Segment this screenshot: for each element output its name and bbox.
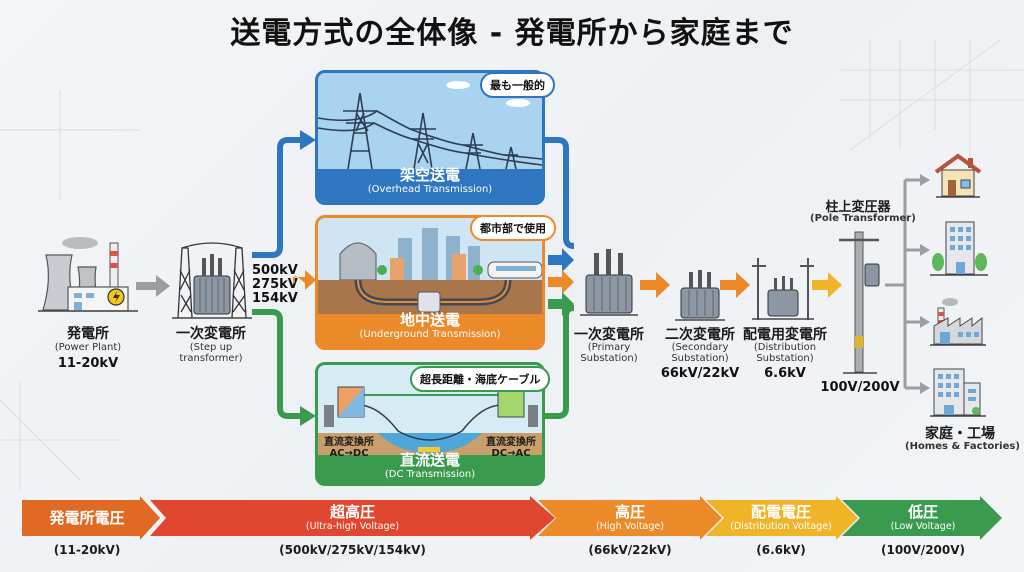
orange-arrow-in [548,270,574,294]
blue-branch-arrowhead [300,130,316,150]
dc-en: (DC Transmission) [384,469,476,480]
distribution-substation-en-2: Substation) [756,353,814,364]
voltage-high-jp: 高圧 [614,503,645,521]
step-up-en-2: transformer) [179,353,243,364]
orange-branch-arrow [293,270,316,290]
voltage-segment-high: 高圧(High Voltage) [555,496,705,540]
voltage-plant-jp: 発電所電圧 [49,508,125,527]
distribution-substation-voltage: 6.6kV [764,366,806,381]
distribution-substation-en-1: (Distribution [753,342,817,353]
green-merge-line [545,305,575,419]
voltage-dist-value: (6.6kV) [756,543,806,557]
yellow-arrow [812,272,842,298]
consumer-arrow-1 [920,174,930,186]
overhead-towers-scene [318,73,542,169]
converter-right-jp: 直流変換所 [486,437,536,448]
voltage-dist-en: (Distribution Voltage) [730,521,832,532]
consumer-arrow-4 [920,382,930,394]
consumer-arrow-2 [920,244,930,256]
voltage-dist-jp: 配電電圧 [750,503,811,521]
blue-arrow-in [548,248,574,272]
converter-right-dir: DC→AC [491,448,531,459]
voltage-ultra-value: (500kV/275kV/154kV) [279,543,426,557]
distribution-substation-icon [752,258,814,320]
voltage-segment-plant: 発電所電圧 [22,496,152,540]
page-title: 送電方式の全体像 - 発電所から家庭まで [230,16,794,51]
power-plant-label: 発電所 [67,326,109,342]
primary-substation-en-1: (Primary [587,342,631,353]
voltage-bar-arrows [22,496,1002,540]
pole-transformer-en: (Pole Transformer) [810,213,916,224]
overhead-jp: 架空送電 [399,166,460,184]
voltage-275: 275kV [252,277,298,292]
step-up-en-1: (Step up [189,342,233,353]
power-plant-icon [38,237,138,312]
underground-bubble: 都市部で使用 [470,215,556,241]
overhead-bubble: 最も一般的 [480,72,555,98]
step-up-label: 一次変電所 [176,326,246,342]
orange-arrow-2 [640,272,670,298]
primary-substation-en-2: Substation) [580,353,638,364]
consumers-en: (Homes & Factories) [905,441,1020,452]
transmission-voltage-list: 500kV 275kV 154kV [252,264,298,306]
power-plant-voltage: 11-20kV [57,356,119,371]
overhead-en: (Overhead Transmission) [367,184,493,195]
secondary-substation-en-2: Substation) [671,353,729,364]
underground-en: (Underground Transmission) [359,329,501,340]
converter-left-jp: 直流変換所 [324,437,374,448]
green-branch-line [252,309,302,419]
voltage-ultra-jp: 超高圧 [329,503,375,521]
voltage-arrow-high [538,496,722,540]
voltage-arrow-ultra-high [150,496,555,540]
consumer-arrow-3 [920,316,930,328]
factory-icon [930,298,986,346]
power-plant-en: (Power Plant) [54,342,122,353]
voltage-low-en: (Low Voltage) [890,521,956,532]
utility-pole-icon [839,231,880,374]
voltage-plant-value: (11-20kV) [53,543,121,557]
primary-substation-icon [580,249,638,316]
dc-bubble: 超長距離・海底ケーブル [410,366,551,392]
voltage-segment-distribution: 配電電圧(Distribution Voltage) [720,496,842,540]
voltage-segment-ultra-high: 超高圧(Ultra-high Voltage) [165,496,540,540]
voltage-arrow-distribution [706,496,858,540]
voltage-low-jp: 低圧 [907,503,938,521]
secondary-substation-icon [675,270,725,321]
consumer-trunk [885,180,907,388]
orange-arrow-3 [720,272,750,298]
secondary-substation-voltage: 66kV/22kV [660,366,740,381]
voltage-high-value: (66kV/22kV) [588,543,672,557]
voltage-high-en: (High Voltage) [596,521,664,532]
voltage-segment-low: 低圧(Low Voltage) [858,496,988,540]
consumers-label: 家庭・工場 [925,426,995,442]
voltage-arrow-low [842,496,1002,540]
green-branch-arrowhead [300,406,316,426]
distribution-substation-label: 配電用変電所 [743,327,827,343]
blue-branch-line [252,137,302,258]
step-up-transformer-icon [172,242,252,319]
house-icon [934,153,982,198]
voltage-low-value: (100V/200V) [880,543,966,557]
dc-jp: 直流送電 [399,451,460,469]
voltage-arrow-plant [22,496,160,540]
underground-jp: 地中送電 [399,311,460,329]
voltage-500: 500kV [252,263,298,278]
arrow-right-icon [136,275,170,297]
apartment-icon [930,368,986,417]
blue-merge-line [545,137,575,249]
pole-transformer-voltage: 100V/200V [820,380,900,395]
voltage-ultra-en: (Ultra-high Voltage) [305,521,400,532]
office-building-icon [930,221,988,276]
voltage-154: 154kV [252,291,298,306]
panel-underground: 地中送電 (Underground Transmission) [315,215,545,350]
pole-transformer-label: 柱上変圧器 [825,200,891,215]
secondary-substation-en-1: (Secondary [671,342,729,353]
converter-left-dir: AC→DC [329,448,369,459]
secondary-substation-label: 二次変電所 [665,327,735,343]
primary-substation-label: 一次変電所 [574,327,644,343]
green-arrow-in [548,292,574,316]
